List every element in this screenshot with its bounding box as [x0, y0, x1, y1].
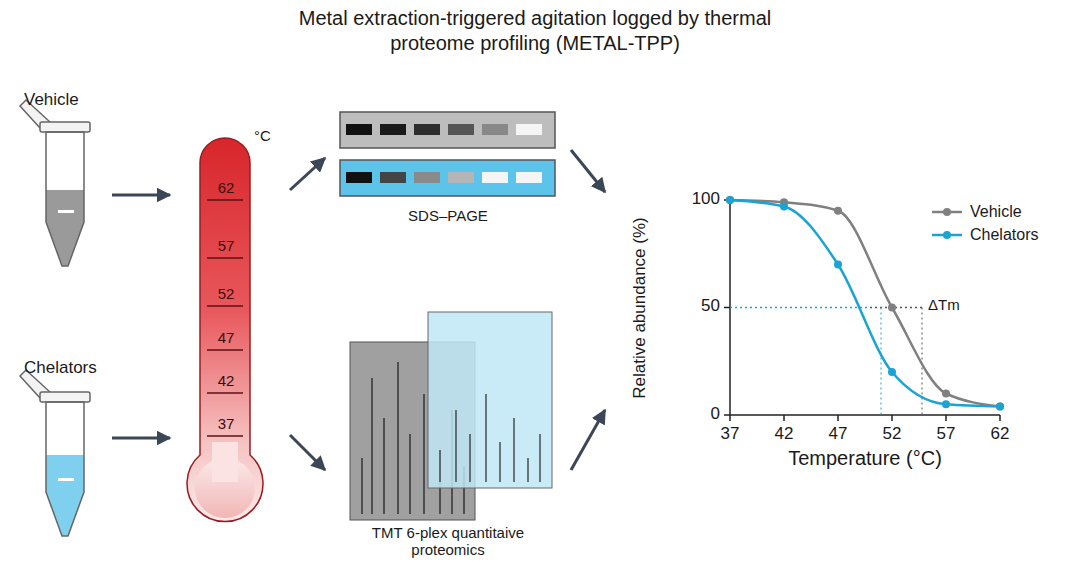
- scale-number: 47: [212, 330, 240, 347]
- scale-number: 37: [212, 416, 240, 433]
- thermometer: [187, 138, 263, 522]
- node-label: TMT 6-plex quantitaive proteomics: [335, 524, 561, 559]
- vehicle-tube: [20, 100, 90, 266]
- axis-tick: 52: [872, 425, 912, 444]
- flow-arrow: [290, 435, 325, 470]
- legend-text: Chelators: [970, 226, 1038, 243]
- delta-label: ΔTm: [928, 297, 978, 314]
- axis-tick: 62: [980, 425, 1020, 444]
- flow-arrow: [571, 410, 605, 470]
- axis-tick: 47: [818, 425, 858, 444]
- title: Metal extraction-triggered agitation log…: [290, 6, 780, 56]
- spectra-panel: TMT 6-plex quantitaive proteomics: [335, 305, 561, 563]
- scale-number: 62: [212, 180, 240, 197]
- node-label: Vehicle: [24, 90, 104, 110]
- node-label: Temperature (°C): [730, 447, 1000, 470]
- tube: Vehicle: [10, 90, 102, 275]
- legend-swatch: [930, 228, 964, 242]
- node-label: SDS–PAGE: [335, 207, 561, 224]
- scale-number: 52: [212, 286, 240, 303]
- melting-chart: [724, 196, 1004, 421]
- flow-arrow: [571, 150, 605, 192]
- scale-number: 42: [212, 373, 240, 390]
- axis-tick: 100: [672, 190, 720, 209]
- flow-arrow: [290, 158, 325, 190]
- axis-tick: 0: [672, 405, 720, 424]
- scale-number: 57: [212, 238, 240, 255]
- axis-tick: 50: [672, 297, 720, 316]
- legend-entry: Vehicle: [930, 202, 1022, 221]
- flow-arrow: [112, 437, 170, 440]
- axis-tick: 37: [710, 425, 750, 444]
- flow-arrow: [112, 194, 170, 197]
- chelators-tube: [20, 370, 90, 536]
- node-label: Chelators: [24, 358, 114, 378]
- node-label: °C: [254, 127, 284, 144]
- ms-spectra: [350, 312, 552, 520]
- legend-swatch: [930, 205, 964, 219]
- node-label: Relative abundance (%): [630, 217, 650, 398]
- gel-panel: SDS–PAGE: [335, 105, 561, 235]
- legend-text: Vehicle: [970, 203, 1022, 220]
- sds-page-gel: [340, 112, 555, 196]
- axis-tick: 57: [926, 425, 966, 444]
- legend-entry: Chelators: [930, 225, 1038, 244]
- tube: Chelators: [10, 358, 102, 543]
- axis-tick: 42: [764, 425, 804, 444]
